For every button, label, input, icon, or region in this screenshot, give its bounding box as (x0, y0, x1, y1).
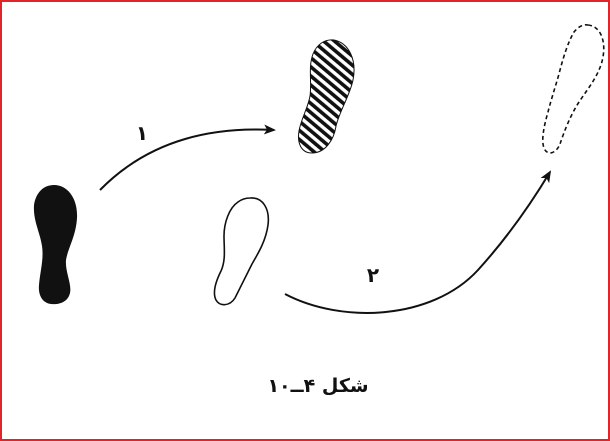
arrow-2 (285, 172, 550, 313)
solid-footprint (34, 185, 77, 304)
hatched-footprint (299, 40, 355, 153)
figure-caption: شکل ۴ــ۱۰ (267, 375, 368, 397)
dashed-footprint (543, 25, 604, 153)
arrow-1 (100, 130, 274, 190)
outline-footprint (214, 198, 268, 305)
arrow-1-label: ۱ (136, 121, 148, 145)
arrow-2-label: ۲ (367, 263, 379, 287)
